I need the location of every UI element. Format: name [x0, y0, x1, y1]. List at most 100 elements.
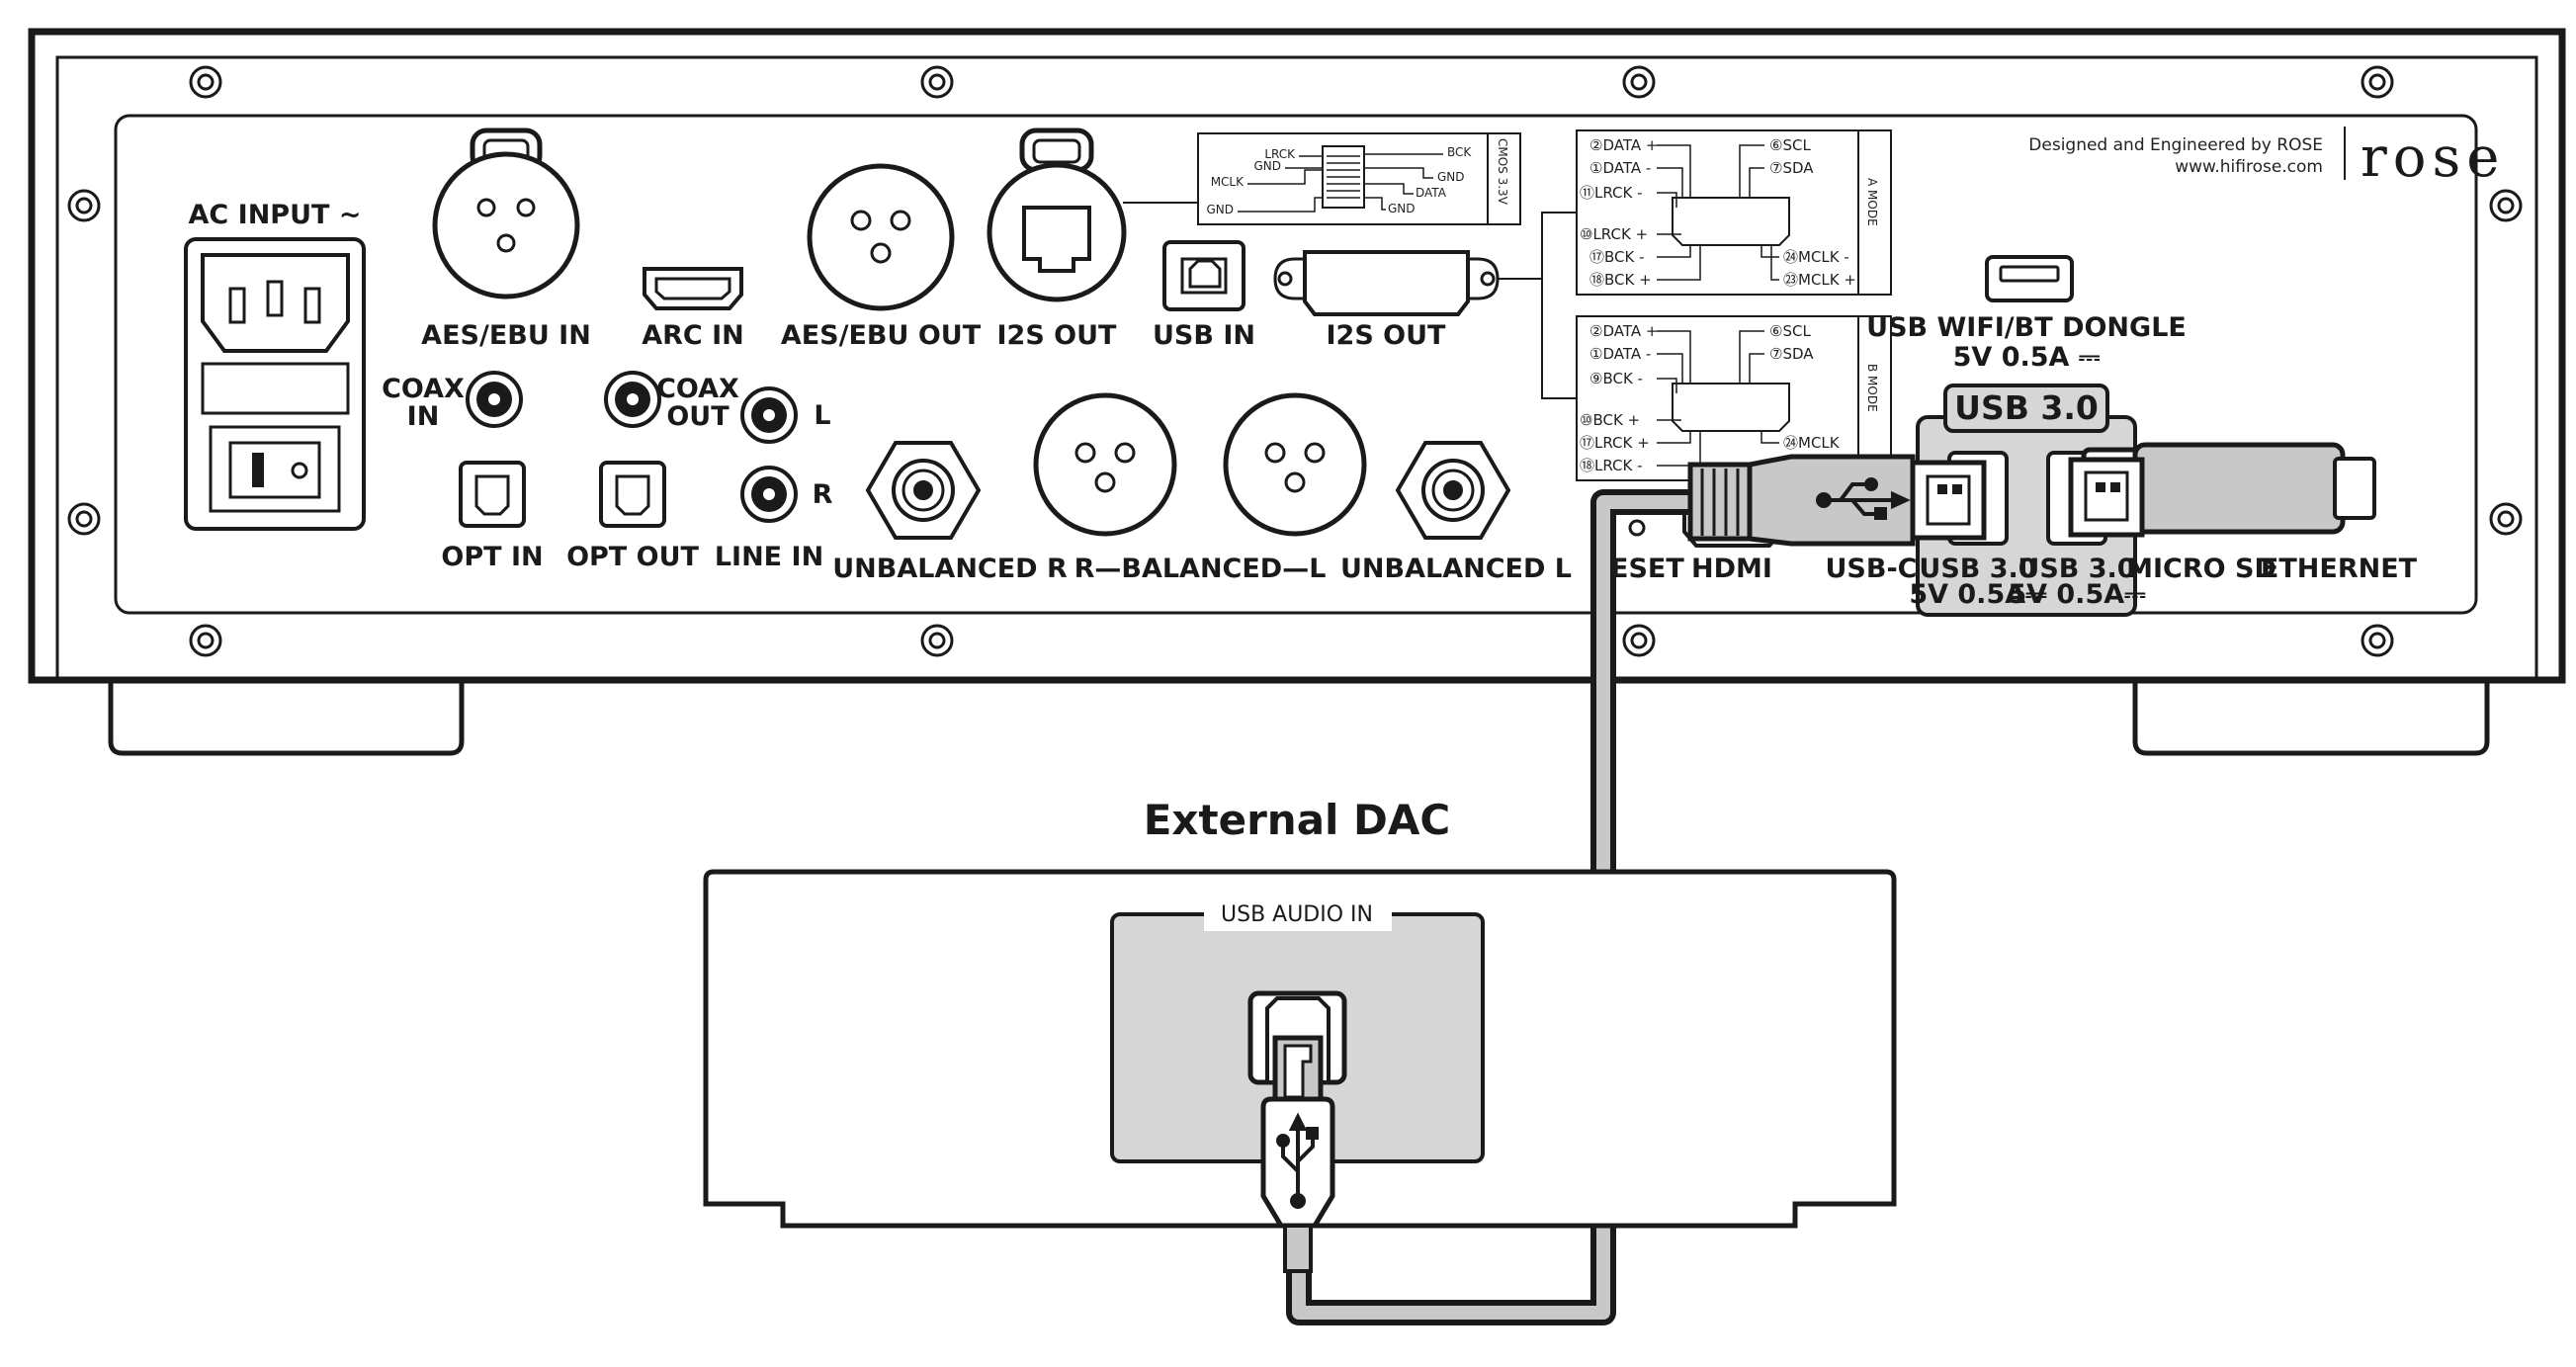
cmos-pin-label: GND — [1253, 159, 1281, 173]
unbalanced-l-label: UNBALANCED L — [1340, 554, 1572, 584]
micro-sd-stick — [2132, 442, 2346, 535]
usb-wifi-label: USB WIFI/BT DONGLE — [1866, 312, 2187, 343]
micro-sd-label: MICRO SD — [2126, 554, 2276, 584]
b-mode-pin-label: ⑦SDA — [1769, 345, 1814, 363]
usb30-a-label: USB 3.0 — [1919, 554, 2036, 584]
i2s-out-rj45-port — [987, 128, 1127, 302]
coax-in-label: COAX — [382, 374, 465, 404]
hdmi-label: HDMI — [1691, 554, 1772, 584]
a-mode-pinout-box: A MODE ②DATA + ①DATA - ⑪LRCK - ⑩LRCK + ⑰… — [1576, 129, 1892, 296]
external-dac-title: External DAC — [1144, 796, 1451, 844]
a-mode-pin-label: ⑥SCL — [1769, 136, 1811, 154]
b-mode-title: B MODE — [1865, 364, 1879, 412]
usb30-badge-text: USB 3.0 — [1954, 388, 2099, 427]
cmos-pin-label: MCLK — [1211, 175, 1245, 189]
balanced-label: R—BALANCED—L — [1074, 554, 1327, 584]
mode-bracket — [1498, 212, 1577, 399]
usb-trident-icon — [1276, 1112, 1319, 1209]
b-mode-pin-label: ⑱LRCK - — [1580, 457, 1643, 474]
arc-in-port — [643, 267, 743, 310]
usb-cable — [1286, 489, 1695, 1325]
cmos-pin-label: GND — [1388, 202, 1416, 215]
cmos-title: CMOS 3.3V — [1496, 138, 1509, 206]
a-mode-pin-label: ⑱BCK + — [1589, 271, 1652, 289]
screw-icon — [920, 65, 954, 99]
unbalanced-r-port — [865, 441, 982, 540]
micro-sd-slot — [2333, 457, 2376, 520]
line-in-label: LINE IN — [715, 542, 823, 572]
screw-icon — [2361, 624, 2394, 657]
b-mode-pin-label: ⑨BCK - — [1589, 370, 1643, 387]
opt-in-port — [459, 461, 526, 528]
a-mode-pin-label: ①DATA - — [1589, 159, 1651, 177]
b-mode-pin-label: ①DATA - — [1589, 345, 1651, 363]
aes-ebu-out-port — [807, 163, 955, 311]
i2s-out-rj45-label: I2S OUT — [997, 320, 1118, 351]
a-mode-pin-label: ②DATA + — [1589, 136, 1658, 154]
b-mode-pin-label: ⑰LRCK + — [1580, 434, 1650, 452]
arc-in-label: ARC IN — [642, 320, 744, 351]
right-foot — [2132, 680, 2490, 756]
opt-out-label: OPT OUT — [566, 542, 699, 572]
ac-input-label: AC INPUT ~ — [189, 200, 362, 230]
unbalanced-r-label: UNBALANCED R — [832, 554, 1068, 584]
a-mode-pin-label: ⑪LRCK - — [1580, 184, 1643, 202]
unbalanced-l-port — [1395, 441, 1511, 540]
usb-c-label: USB-C — [1826, 554, 1918, 584]
usb30-badge — [1943, 384, 2109, 433]
cmos-pin-label: DATA — [1416, 186, 1447, 200]
cmos-pinout-box: LRCK GND MCLK GND BCK GND DATA GND CMOS … — [1123, 132, 1521, 225]
a-mode-pin-label: ㉓MCLK + — [1783, 271, 1856, 289]
ethernet-label: ETHERNET — [2261, 554, 2418, 584]
b-mode-pin-label: ②DATA + — [1589, 322, 1658, 340]
left-foot — [108, 680, 465, 756]
screw-icon — [189, 65, 222, 99]
screw-icon — [2489, 502, 2523, 536]
reset-button — [1628, 519, 1646, 537]
screw-icon — [920, 624, 954, 657]
screw-icon — [2361, 65, 2394, 99]
line-in-r-port — [740, 466, 798, 523]
ac-input-socket — [184, 237, 366, 531]
b-mode-pin-label: ⑥SCL — [1769, 322, 1811, 340]
brand-logo: rose — [2361, 126, 2505, 190]
coax-in-label: IN — [407, 401, 440, 432]
line-r-label: R — [813, 479, 833, 510]
cmos-pin-label: LRCK — [1264, 147, 1296, 161]
a-mode-pin-label: ㉔MCLK - — [1783, 248, 1849, 266]
line-in-l-port — [740, 386, 798, 444]
screw-icon — [2489, 189, 2523, 222]
line-l-label: L — [814, 400, 830, 431]
coax-out-label: OUT — [666, 401, 730, 432]
aes-ebu-in-label: AES/EBU IN — [421, 320, 591, 351]
usb-wifi-label: 5V 0.5A ⎓ — [1953, 342, 2101, 373]
aes-ebu-in-port — [432, 128, 580, 299]
usb-in-label: USB IN — [1153, 320, 1255, 351]
screws — [67, 65, 2523, 657]
usb30-b-label: 5V 0.5A⎓ — [2008, 579, 2146, 610]
credit-line-2: www.hifirose.com — [2175, 157, 2323, 177]
screw-icon — [67, 502, 101, 536]
b-mode-pin-label: ㉔MCLK — [1783, 434, 1841, 452]
aes-ebu-out-label: AES/EBU OUT — [781, 320, 982, 351]
i2s-out-dvi-port — [1273, 250, 1500, 316]
screw-icon — [1622, 624, 1656, 657]
opt-out-port — [599, 461, 666, 528]
a-mode-pin-label: ⑰BCK - — [1589, 248, 1645, 266]
coax-out-label: COAX — [656, 374, 739, 404]
usb-a-plug-right — [2068, 457, 2145, 538]
coax-in-port — [466, 371, 523, 428]
a-mode-pin-label: ⑩LRCK + — [1580, 225, 1648, 243]
usb30-b-label: USB 3.0 — [2018, 554, 2135, 584]
credit-line-1: Designed and Engineered by ROSE — [2028, 135, 2323, 155]
b-mode-pinout-box: B MODE ②DATA + ①DATA - ⑨BCK - ⑩BCK + ⑰LR… — [1576, 315, 1892, 481]
usb-in-port — [1162, 240, 1245, 311]
b-mode-pin-label: ⑩BCK + — [1580, 411, 1640, 429]
usb-trident-icon — [1816, 477, 1911, 520]
balanced-l-port — [1223, 392, 1367, 537]
opt-in-label: OPT IN — [441, 542, 543, 572]
a-mode-pin-label: ⑦SDA — [1769, 159, 1814, 177]
cmos-pin-label: BCK — [1447, 145, 1472, 159]
cmos-pin-label: GND — [1206, 203, 1234, 216]
